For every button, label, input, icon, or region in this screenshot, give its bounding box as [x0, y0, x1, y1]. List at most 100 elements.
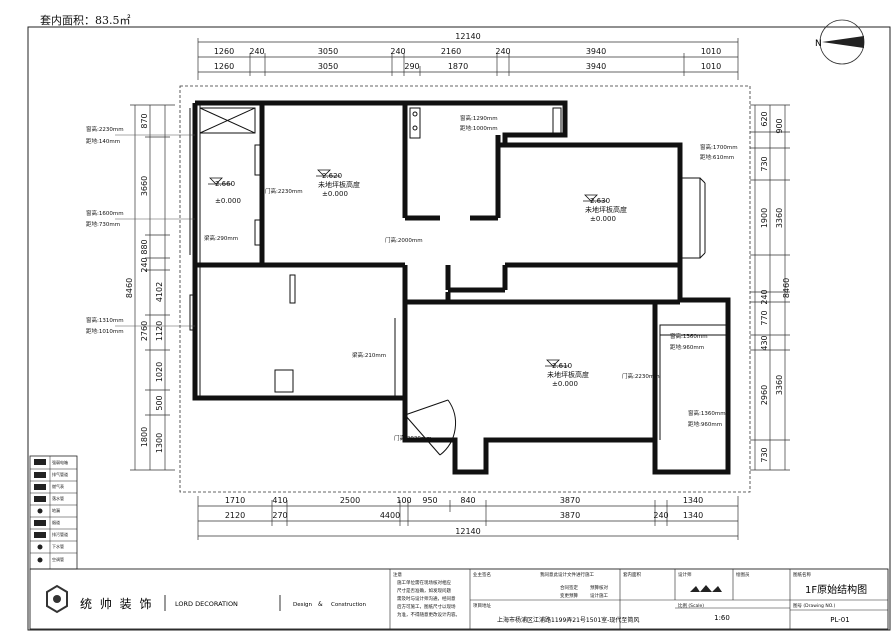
amp-label: &	[318, 601, 323, 608]
drawing-name: 1F原始结构图	[805, 583, 867, 596]
door-note: 门高:2000mm	[385, 236, 423, 244]
dim-left-total: 8460	[125, 278, 134, 298]
dim-right: 730	[760, 156, 769, 171]
dim-bottom: 4400	[380, 511, 400, 520]
svg-text:落水管: 落水管	[52, 495, 64, 501]
window-note: 窗高:1290mm	[460, 114, 498, 122]
room-zero: ±0.000	[215, 197, 241, 205]
window-note: 距地:140mm	[86, 137, 120, 145]
brand-name: 统 帅 装 饰	[80, 597, 153, 611]
svg-text:烟道: 烟道	[52, 519, 60, 525]
svg-text:预算核对: 预算核对	[590, 584, 608, 591]
window-note: 距地:960mm	[688, 420, 722, 428]
dim-right: 900	[775, 118, 784, 133]
svg-text:业主签名: 业主签名	[473, 571, 491, 578]
dim-left: 3660	[140, 176, 149, 196]
dim-right: 3360	[775, 208, 784, 228]
dim-top: 1870	[448, 62, 468, 71]
window-note: 窗高:1360mm	[688, 409, 726, 417]
logo-icon	[46, 584, 68, 614]
svg-text:套内面积: 套内面积	[623, 571, 641, 578]
dim-top: 240	[390, 47, 405, 56]
dim-bottom: 2500	[340, 496, 360, 505]
dim-right: 1900	[760, 208, 769, 228]
dim-bottom: 1710	[225, 496, 245, 505]
dim-bottom: 1340	[683, 496, 703, 505]
svg-text:下水管: 下水管	[52, 543, 64, 549]
legend: 强弱电箱 排气管道 燃气表 落水管 地漏 烟道 排污管道 下水管 空调管	[29, 455, 78, 570]
dim-top: 3940	[586, 62, 606, 71]
title-block: 统 帅 装 饰 LORD DECORATION Design & Constru…	[29, 568, 889, 630]
north-arrow-icon: N	[815, 19, 865, 65]
dim-bottom: 240	[653, 511, 668, 520]
svg-text:空调管: 空调管	[52, 556, 64, 562]
svg-text:设计施工: 设计施工	[590, 592, 608, 599]
area-label: 套内面积：83.5㎡	[40, 14, 131, 27]
notes-title: 注意	[393, 571, 402, 578]
dim-left: 240	[140, 257, 149, 272]
dim-top: 3050	[318, 62, 338, 71]
brand-en: LORD DECORATION	[175, 600, 238, 608]
svg-text:后方可施工，图纸尺寸以现场: 后方可施工，图纸尺寸以现场	[397, 603, 456, 610]
door-note: 门高:2230mm	[622, 372, 660, 380]
svg-text:变更预算: 变更预算	[560, 592, 578, 599]
dim-top: 3940	[586, 47, 606, 56]
dim-top: 290	[404, 62, 419, 71]
dim-right: 2960	[760, 385, 769, 405]
svg-text:项目地址: 项目地址	[473, 602, 491, 609]
dim-right: 430	[760, 335, 769, 350]
svg-text:比例 (Scale): 比例 (Scale)	[678, 602, 704, 609]
svg-text:排气管道: 排气管道	[52, 471, 68, 477]
dim-left: 2760	[140, 321, 149, 341]
dim-bottom: 100	[396, 496, 411, 505]
dim-top: 1010	[701, 62, 721, 71]
dim-top: 1010	[701, 47, 721, 56]
dim-bottom: 3870	[560, 511, 580, 520]
dim-left: 1300	[155, 433, 164, 453]
window-note: 窗高:1700mm	[700, 143, 738, 151]
svg-text:地漏: 地漏	[52, 507, 60, 513]
svg-text:合同签定: 合同签定	[560, 584, 578, 591]
window-note: 距地:1010mm	[86, 327, 124, 335]
dim-right: 730	[760, 447, 769, 462]
svg-text:为准，不得随意更改设计内容。: 为准，不得随意更改设计内容。	[397, 611, 460, 618]
dim-top: 240	[495, 47, 510, 56]
room-zero: ±0.000	[590, 215, 616, 223]
room-note: 未地坪板高度	[585, 205, 627, 214]
door-note: 门高:2030mm	[394, 434, 432, 442]
window-note: 窗高:1600mm	[86, 209, 124, 217]
dim-top: 3050	[318, 47, 338, 56]
dim-bottom: 2120	[225, 511, 245, 520]
svg-text:图号 (Drawing NO.): 图号 (Drawing NO.)	[793, 603, 835, 609]
window-note: 窗高:2230mm	[86, 125, 124, 133]
signature-icon	[690, 585, 722, 592]
dim-right: 3360	[775, 375, 784, 395]
window-note: 距地:610mm	[700, 153, 734, 161]
drawing-number: PL-01	[830, 616, 849, 624]
north-label: N	[815, 39, 822, 49]
dim-bottom: 1340	[683, 511, 703, 520]
beam-note: 梁高:210mm	[352, 351, 386, 359]
dim-bottom: 410	[272, 496, 287, 505]
dim-top-total: 12140	[455, 32, 480, 41]
dim-bottom: 270	[272, 511, 287, 520]
room-note: 未地坪板高度	[547, 370, 589, 379]
dim-bottom: 840	[460, 496, 475, 505]
scale-value: 1:60	[714, 614, 730, 622]
svg-text:需及时与设计师沟通，经同意: 需及时与设计师沟通，经同意	[397, 595, 456, 602]
dim-bottom-total: 12140	[455, 527, 480, 536]
room-zero: ±0.000	[552, 380, 578, 388]
dim-top: 2160	[441, 47, 461, 56]
dim-top: 1260	[214, 62, 234, 71]
window-note: 距地:1000mm	[460, 124, 498, 132]
dim-left: 880	[140, 239, 149, 254]
dim-top: 240	[249, 47, 264, 56]
room-note: 未地坪板高度	[318, 180, 360, 189]
door-note: 门高:2230mm	[265, 187, 303, 195]
dim-left: 1120	[155, 321, 164, 341]
svg-text:燃气表: 燃气表	[52, 483, 64, 489]
beam-note: 梁高:290mm	[204, 234, 238, 242]
window-note: 距地:960mm	[670, 343, 704, 351]
svg-text:施工单位需在现场核对相应: 施工单位需在现场核对相应	[397, 579, 451, 586]
room-zero: ±0.000	[322, 190, 348, 198]
